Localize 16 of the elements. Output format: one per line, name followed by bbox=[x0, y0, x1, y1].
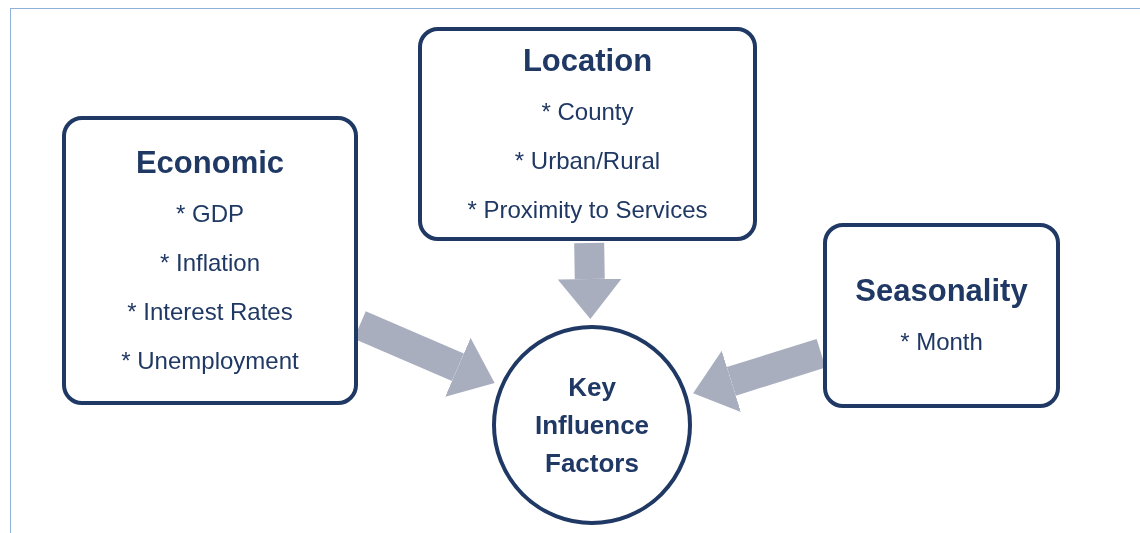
factor-box bbox=[62, 116, 358, 405]
list-item: * Unemployment bbox=[121, 345, 299, 376]
node-title: Key Influence Factors bbox=[533, 371, 651, 480]
list-item: * Month bbox=[900, 327, 983, 357]
box-heading: Seasonality bbox=[855, 272, 1028, 310]
factor-box bbox=[418, 27, 757, 241]
list-item: * GDP bbox=[176, 198, 244, 229]
box-heading: Economic bbox=[135, 143, 285, 182]
block-arrow bbox=[557, 242, 622, 319]
list-item: * Proximity to Services bbox=[467, 194, 708, 225]
box-heading: Location bbox=[522, 41, 653, 80]
list-item: * Interest Rates bbox=[127, 296, 293, 327]
factor-box bbox=[823, 223, 1060, 408]
list-item: * County bbox=[541, 96, 634, 127]
list-item: * Inflation bbox=[159, 247, 261, 278]
list-item: * Urban/Rural bbox=[514, 145, 661, 176]
